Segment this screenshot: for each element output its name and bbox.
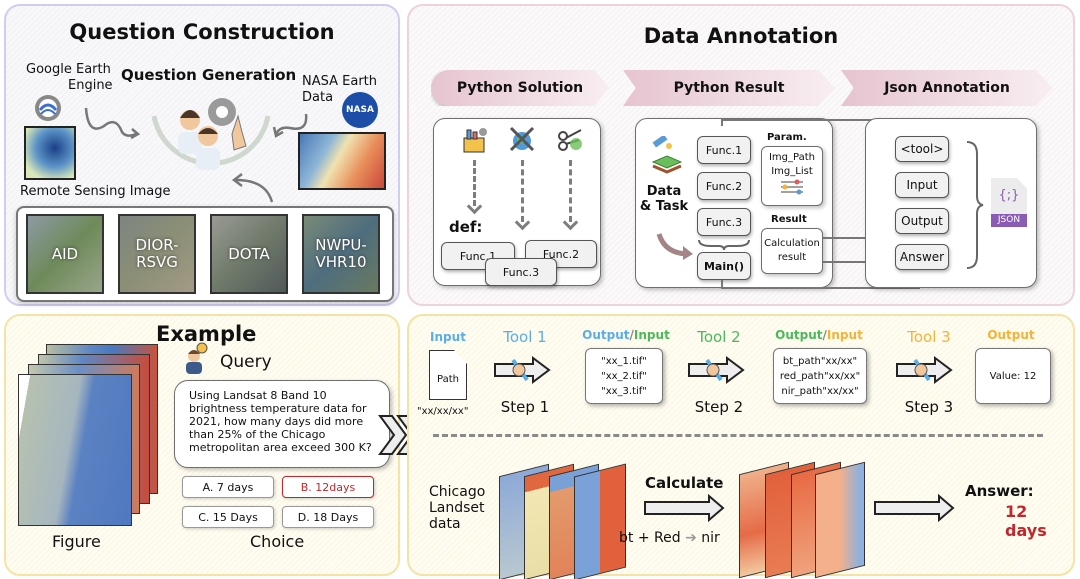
result-tab-label: Result — [771, 214, 807, 225]
tool-flow-panel: Input Path "xx/xx/xx" Tool 1 Step 1 Outp… — [407, 314, 1075, 579]
question-generation-icon — [151, 98, 271, 170]
nasa-logo-icon: NASA — [342, 92, 378, 128]
stage-python-result: Python Result — [623, 70, 835, 106]
query-label: Query — [220, 352, 272, 372]
tool-1-label: Tool 1 — [503, 328, 547, 346]
flow-separator — [433, 434, 1043, 437]
io1-label: Output/Input — [582, 328, 670, 342]
input-layer-4 — [574, 463, 626, 579]
output-layer-4 — [815, 461, 865, 579]
step-3-label: Step 3 — [904, 398, 954, 416]
output-label: Output — [987, 328, 1035, 342]
io1-box: "xx_1.tif" "xx_2.tif" "xx_3.tif" — [585, 348, 663, 404]
tool-2-label: Tool 2 — [697, 328, 741, 346]
funcs-brace — [698, 239, 750, 250]
question-construction-panel: Question Construction Google Earth Engin… — [4, 4, 400, 306]
chicago-data-label: Chicago Landset data — [429, 484, 486, 532]
data-annotation-panel: Data Annotation Python Solution Python R… — [407, 4, 1075, 306]
figure-main-image — [18, 374, 132, 526]
geo-scissors-icon — [558, 129, 582, 151]
answer-label: Answer: — [965, 482, 1034, 500]
example-panel: Example Figure Query Using Landsat 8 Ban… — [4, 314, 400, 576]
question-generation-label: Question Generation — [121, 66, 297, 84]
dashed-arrow-1 — [473, 160, 476, 206]
def-label: def: — [449, 218, 483, 236]
nasa-arrow — [272, 113, 308, 138]
dataset-aid: AID — [26, 214, 104, 294]
formula-arrow-icon: ➔ — [685, 530, 697, 546]
answer-value: 12 days — [1005, 502, 1047, 540]
nasa-sample-image — [298, 132, 386, 190]
figure-label: Figure — [52, 532, 101, 551]
output-value-box: Value: 12 — [975, 348, 1051, 404]
dataset-dior-rsvg: DIOR-RSVG — [118, 214, 196, 294]
choice-b-selected[interactable]: B. 12days — [282, 476, 374, 498]
result-func-1: Func.1 — [697, 136, 751, 164]
input-label: Input — [430, 330, 466, 344]
json-field-answer: Answer — [895, 244, 949, 270]
remote-sensing-label: Remote Sensing Image — [20, 184, 171, 199]
solution-func-1: Func.1 — [441, 242, 515, 270]
result-func-2: Func.2 — [697, 172, 751, 200]
io2-box: bt_path"xx/xx" red_path"xx/xx" nir_path"… — [773, 348, 867, 404]
param-box: Img_Path Img_List — [761, 146, 823, 206]
step-2-label: Step 2 — [694, 398, 744, 416]
tool-1-arrow-icon — [494, 356, 551, 384]
json-file-icon: {;} JSON — [991, 178, 1029, 228]
toolbox-icon — [463, 128, 487, 153]
json-field-output: Output — [895, 208, 949, 234]
choice-c[interactable]: C. 15 Days — [182, 506, 274, 528]
tool-3-arrow-icon — [896, 356, 953, 384]
dataset-nwpu-vhr10: NWPU-VHR10 — [302, 214, 380, 294]
step-1-label: Step 1 — [500, 398, 550, 416]
json-field-tool: <tool> — [895, 136, 949, 162]
choice-label: Choice — [250, 532, 305, 551]
solution-func-3: Func.3 — [485, 258, 557, 286]
answer-arrow — [874, 494, 955, 522]
dashed-arrow-2 — [521, 160, 524, 222]
tool-2-arrow-icon — [688, 356, 745, 384]
stage-python-solution: Python Solution — [431, 70, 609, 106]
stage-json-annotation: Json Annotation — [841, 70, 1053, 106]
data-to-main-arrow — [656, 233, 693, 260]
json-field-input: Input — [895, 172, 949, 198]
input-value: "xx/xx/xx" — [417, 406, 469, 417]
nasa-label: NASA Earth Data — [302, 74, 377, 105]
main-function: Main() — [697, 252, 751, 280]
param-tab-label: Param. — [767, 132, 807, 143]
input-file-icon: Path — [429, 350, 467, 400]
result-func-3: Func.3 — [697, 208, 751, 236]
earth-tools-icon — [509, 126, 535, 152]
gee-sample-image — [24, 126, 76, 180]
data-task-label: Data & Task — [639, 184, 689, 214]
query-text-box: Using Landsat 8 Band 10 brightness tempe… — [174, 380, 390, 468]
data-annotation-title: Data Annotation — [643, 24, 839, 48]
calculate-label: Calculate — [645, 474, 724, 492]
google-earth-engine-icon — [35, 95, 61, 121]
dataset-dota: DOTA — [210, 214, 288, 294]
calculation-result-box: Calculation result — [761, 228, 823, 274]
rs-to-generation-arrow — [231, 173, 274, 203]
formula-label: bt + Red ➔ nir — [619, 530, 720, 546]
dashed-arrow-3 — [569, 160, 572, 222]
person-thinking-icon — [186, 342, 208, 374]
choice-d[interactable]: D. 18 Days — [282, 506, 374, 528]
choice-a[interactable]: A. 7 days — [182, 476, 274, 498]
satellite-layers-icon — [651, 136, 683, 174]
tool-3-label: Tool 3 — [907, 328, 951, 346]
question-construction-title: Question Construction — [69, 20, 335, 44]
gee-label: Google Earth Engine — [26, 62, 113, 93]
example-title: Example — [156, 322, 257, 346]
sliders-icon — [781, 179, 803, 195]
json-brace — [966, 141, 984, 269]
io2-label: Output/Input — [775, 328, 863, 342]
calculate-arrow — [644, 494, 725, 522]
gee-arrow — [84, 107, 141, 140]
